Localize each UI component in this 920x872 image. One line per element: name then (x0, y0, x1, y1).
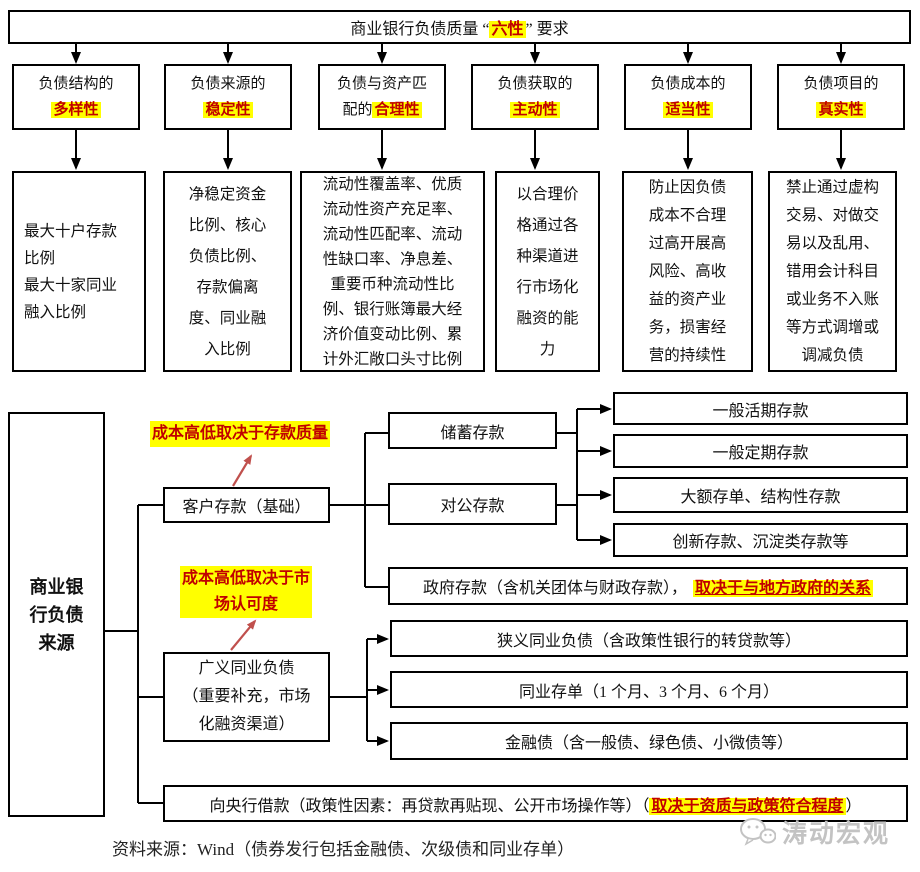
note-text: 成本高低取决于存款质量 (149, 421, 330, 447)
corporate-deposits-box: 对公存款 (388, 483, 557, 525)
source-note: 资料来源：Wind（债券发行包括金融债、次级债和同业存单） (112, 835, 574, 860)
requirement-box-appropriateness: 负债成本的适当性 (624, 64, 752, 130)
requirement-box-rationality: 负债与资产匹配的合理性 (318, 64, 446, 130)
watermark: 涛动宏观 (740, 814, 890, 850)
req-line1: 负债结构的 (38, 76, 114, 92)
req-line1: 负债来源的 (190, 76, 266, 92)
detail-box-appropriateness: 防止因负债 成本不合理 过高开展高 风险、高收 益的资产业 务，损害经 营的持续… (622, 171, 753, 372)
broad-interbank-liabilities-box: 广义同业负债 （重要补充，市场 化融资渠道） (163, 652, 330, 742)
cost-note-market-recognition: 成本高低取决于市 场认可度 (171, 561, 321, 623)
req-keyword: 合理性 (372, 102, 422, 118)
financial-bonds-box: 金融债（含一般债、绿色债、小微债等） (390, 722, 908, 760)
title-highlight: 六性 (489, 21, 526, 38)
title-box: 商业银行负债质量 “六性” 要求 (8, 10, 911, 44)
pboc-borrowing-box: 向央行借款（政策性因素：再贷款再贴现、公开市场操作等）（取决于资质与政策符合程度… (163, 785, 908, 822)
source-text: 资料来源：Wind（债券发行包括金融债、次级债和同业存单） (112, 840, 575, 859)
box-text: 政府存款（含机关团体与财政存款）， 取决于与地方政府的关系 (422, 574, 874, 598)
detail-text: 防止因负债 成本不合理 过高开展高 风险、高收 益的资产业 务，损害经 营的持续… (648, 178, 727, 364)
pboc-pre: 向央行借款（政策性因素：再贷款再贴现、公开市场操作等）（ (209, 797, 650, 815)
requirement-text: 负债项目的真实性 (803, 71, 879, 123)
innovative-deposits-box: 创新存款、沉淀类存款等 (613, 523, 908, 557)
cd-structured-deposits-box: 大额存单、结构性存款 (613, 477, 908, 513)
requirement-text: 负债与资产匹配的合理性 (337, 71, 427, 123)
gov-pre: 政府存款（含机关团体与财政存款）， (422, 580, 687, 597)
requirement-box-stability: 负债来源的稳定性 (164, 64, 292, 130)
detail-text: 流动性覆盖率、优质 流动性资产充足率、 流动性匹配率、流动 性缺口率、净息差、 … (322, 175, 463, 368)
detail-box-authenticity: 禁止通过虚构 交易、对做交 易以及乱用、 错用会计科目 或业务不入账 等方式调增… (768, 171, 897, 372)
requirement-text: 负债获取的主动性 (497, 71, 573, 123)
box-text: 客户存款（基础） (182, 499, 311, 516)
title-pre: 商业银行负债质量 “ (350, 21, 490, 38)
box-text: 一般活期存款 (712, 402, 809, 420)
narrow-interbank-liabilities-box: 狭义同业负债（含政策性银行的转贷款等） (390, 620, 908, 657)
detail-text: 以合理价 格通过各 种渠道进 行市场化 融资的能 力 (516, 185, 579, 358)
req-keyword: 真实性 (816, 102, 866, 118)
requirement-box-authenticity: 负债项目的真实性 (777, 64, 905, 130)
requirement-text: 负债结构的多样性 (38, 71, 114, 123)
req-pre2: 配的 (342, 102, 373, 118)
black-connectors (71, 44, 846, 804)
title-suf: ” 要求 (525, 21, 569, 38)
box-text: 向央行借款（政策性因素：再贷款再贴现、公开市场操作等）（取决于资质与政策符合程度… (209, 792, 862, 816)
box-text: 广义同业负债 （重要补充，市场 化融资渠道） (182, 660, 311, 733)
req-keyword: 主动性 (510, 102, 560, 118)
box-text: 创新存款、沉淀类存款等 (672, 534, 849, 551)
liability-sources-root-box: 商业银 行负债 来源 (8, 412, 105, 817)
time-deposits-box: 一般定期存款 (613, 434, 908, 468)
pboc-suf: ） (845, 797, 862, 815)
detail-text: 禁止通过虚构 交易、对做交 易以及乱用、 错用会计科目 或业务不入账 等方式调增… (785, 178, 879, 364)
note-text: 成本高低取决于市 场认可度 (179, 566, 312, 618)
government-deposits-box: 政府存款（含机关团体与财政存款）， 取决于与地方政府的关系 (388, 567, 908, 605)
box-text: 狭义同业负债（含政策性银行的转贷款等） (496, 632, 801, 650)
pboc-highlight: 取决于资质与政策符合程度 (649, 797, 846, 815)
detail-box-rationality: 流动性覆盖率、优质 流动性资产充足率、 流动性匹配率、流动 性缺口率、净息差、 … (300, 171, 485, 372)
box-text: 对公存款 (440, 498, 505, 515)
title-text: 商业银行负债质量 “六性” 要求 (350, 15, 569, 39)
interbank-ncd-box: 同业存单（1 个月、3 个月、6 个月） (390, 671, 908, 708)
req-keyword: 适当性 (663, 102, 713, 118)
detail-box-diversity: 最大十户存款 比例 最大十家同业 融入比例 (12, 171, 146, 372)
req-line1: 负债获取的 (497, 76, 573, 92)
req-line1: 负债与资产匹 (336, 76, 427, 92)
box-text: 同业存单（1 个月、3 个月、6 个月） (518, 683, 779, 701)
box-text: 金融债（含一般债、绿色债、小微债等） (504, 735, 793, 752)
requirement-text: 负债成本的适当性 (650, 71, 726, 123)
req-keyword: 多样性 (51, 102, 101, 118)
gov-highlight: 取决于与地方政府的关系 (693, 580, 874, 597)
cost-note-deposit-quality: 成本高低取决于存款质量 (140, 419, 340, 449)
requirement-text: 负债来源的稳定性 (190, 71, 266, 123)
detail-box-stability: 净稳定资金 比例、核心 负债比例、 存款偏离 度、同业融 入比例 (163, 171, 292, 372)
detail-box-initiative: 以合理价 格通过各 种渠道进 行市场化 融资的能 力 (495, 171, 600, 372)
req-line1: 负债成本的 (650, 76, 726, 92)
detail-text: 净稳定资金 比例、核心 负债比例、 存款偏离 度、同业融 入比例 (188, 185, 267, 358)
requirement-box-diversity: 负债结构的多样性 (12, 64, 140, 130)
red-annotation-arrows (230, 454, 257, 651)
detail-text: 最大十户存款 比例 最大十家同业 融入比例 (24, 222, 118, 321)
req-line1: 负债项目的 (803, 76, 879, 92)
demand-deposits-box: 一般活期存款 (613, 392, 908, 425)
box-text: 一般定期存款 (712, 445, 809, 462)
wechat-bubbles-icon (740, 818, 776, 846)
savings-deposits-box: 储蓄存款 (388, 412, 557, 449)
root-text: 商业银 行负债 来源 (29, 576, 84, 653)
customer-deposits-box: 客户存款（基础） (163, 487, 330, 523)
box-text: 大额存单、结构性存款 (680, 489, 841, 506)
watermark-text: 涛动宏观 (782, 821, 891, 848)
requirement-box-initiative: 负债获取的主动性 (471, 64, 599, 130)
box-text: 储蓄存款 (440, 424, 505, 442)
req-keyword: 稳定性 (203, 102, 253, 118)
